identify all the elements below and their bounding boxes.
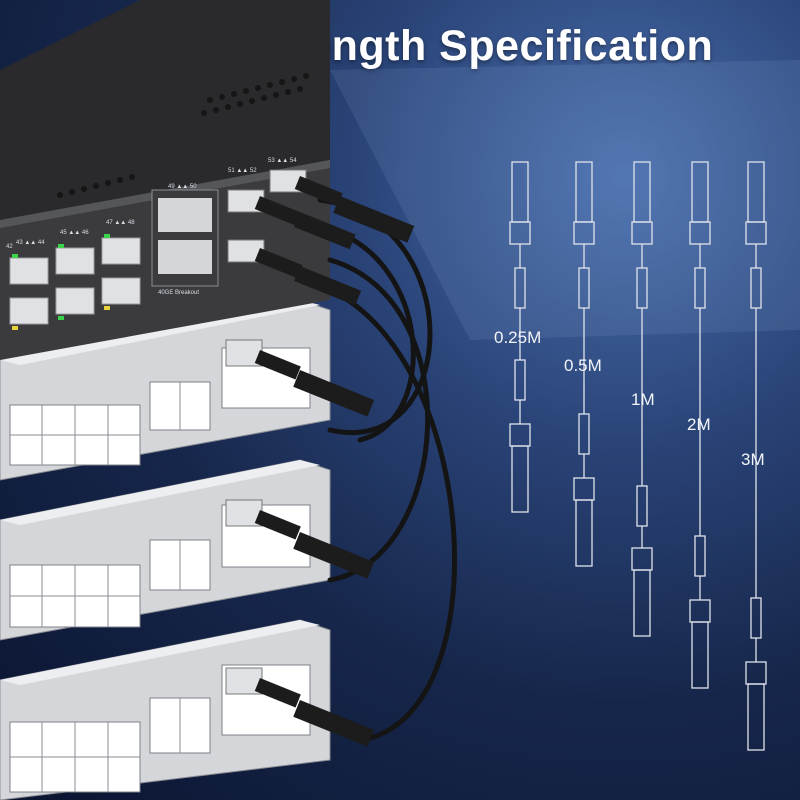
uplink-label: 51 ▲▲ 52	[228, 168, 257, 174]
length-label-3m: 3M	[741, 450, 765, 469]
uplink-label: 49 ▲▲ 50	[168, 184, 197, 190]
port-label: 47 ▲▲ 48	[106, 220, 135, 226]
breakout-label: 40GE Breakout	[158, 290, 199, 296]
port-label: 42	[6, 244, 13, 250]
uplink-label: 53 ▲▲ 54	[268, 158, 297, 164]
cable-diagram-2m	[689, 161, 711, 689]
port-label: 45 ▲▲ 46	[60, 230, 89, 236]
cable-diagram-1m	[631, 161, 653, 637]
length-label-0.25m: 0.25M	[494, 328, 542, 347]
installed-cables	[317, 197, 458, 743]
vent-holes	[57, 73, 309, 198]
cable-diagram-3m	[745, 161, 767, 751]
port-label: 43 ▲▲ 44	[16, 240, 45, 246]
cable-diagram-0.5m	[573, 161, 595, 567]
installed-connectors	[225, 169, 415, 747]
length-label-1m: 1M	[631, 390, 655, 409]
qsfp-bay	[151, 189, 219, 287]
cable-diagram-0.25m	[509, 161, 531, 513]
rj45-ports	[9, 237, 141, 325]
cable-length-diagrams	[509, 161, 767, 751]
length-label-0.5m: 0.5M	[564, 356, 602, 375]
status-leds	[12, 234, 110, 330]
length-label-2m: 2M	[687, 415, 711, 434]
